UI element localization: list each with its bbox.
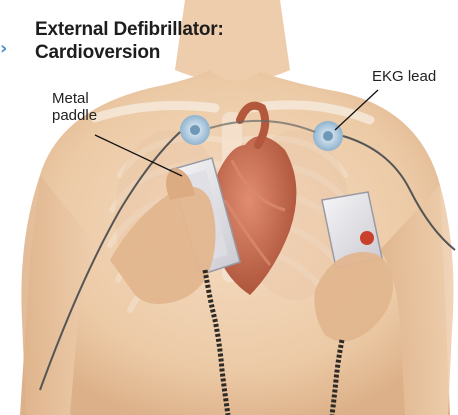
ekg-lead-label: EKG lead	[372, 68, 436, 85]
paddle-label-line-2: paddle	[52, 107, 97, 124]
ekg-pad-left	[180, 115, 210, 145]
metal-paddle-label: Metal paddle	[52, 90, 97, 124]
figure-title: External Defibrillator: Cardioversion	[35, 18, 224, 64]
ekg-label-text: EKG lead	[372, 68, 436, 85]
title-line-1: External Defibrillator:	[35, 18, 224, 41]
ekg-pad-right	[313, 121, 343, 151]
blue-bullet-icon: ›	[0, 38, 7, 59]
title-line-2: Cardioversion	[35, 41, 224, 64]
paddle-label-line-1: Metal	[52, 90, 97, 107]
